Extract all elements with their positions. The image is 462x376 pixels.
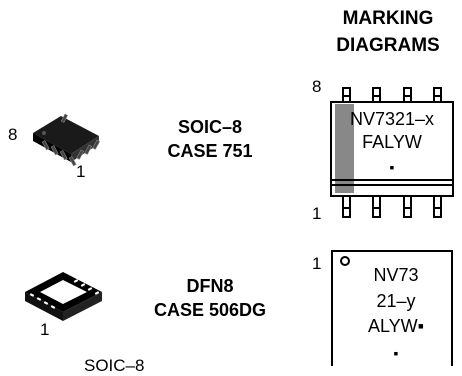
soic8-marking-diagram xyxy=(330,87,454,218)
soic8-diagram-pin1-label: 1 xyxy=(312,204,322,223)
marking-diagrams-header-line2: DIAGRAMS xyxy=(336,35,440,56)
dfn8-marking-line1: NV73 xyxy=(373,265,419,285)
dfn8-marking-line2: 21–y xyxy=(376,291,416,311)
soic8-marking-line1: NV7321–x xyxy=(349,109,435,129)
soic8-pin1-label: 1 xyxy=(76,162,86,181)
dfn8-marking-dot: ▪ xyxy=(393,345,399,361)
dfn8-case-number: CASE 506DG xyxy=(153,300,267,320)
pin1-indicator-bar xyxy=(335,104,354,193)
dfn8-marking-line3: ALYW▪ xyxy=(367,316,425,336)
pin1-dot-icon xyxy=(340,256,350,266)
dfn8-marking-diagram xyxy=(331,250,453,366)
soic8-case-number: CASE 751 xyxy=(167,141,253,161)
soic8-marking-dot: ▪ xyxy=(389,159,395,175)
footer-soic8-label: SOIC–8 xyxy=(84,356,145,375)
dfn8-pin1-label: 1 xyxy=(40,320,50,339)
soic8-marking-line2: FALYW xyxy=(362,132,422,152)
dfn8-package-name: DFN8 xyxy=(186,276,234,296)
dfn8-diagram-pin1-label: 1 xyxy=(312,254,322,273)
dfn8-package-illustration xyxy=(25,272,102,321)
soic8-package-illustration xyxy=(33,113,101,167)
diagram-graphics xyxy=(25,87,454,366)
soic8-diagram-pin8-label: 8 xyxy=(312,77,322,96)
soic8-bottom-pins xyxy=(342,196,442,218)
soic8-top-pins xyxy=(342,87,442,102)
marking-diagrams-header-line1: MARKING xyxy=(342,8,434,29)
soic8-pin8-label: 8 xyxy=(8,125,18,144)
soic8-package-name: SOIC–8 xyxy=(177,117,243,137)
